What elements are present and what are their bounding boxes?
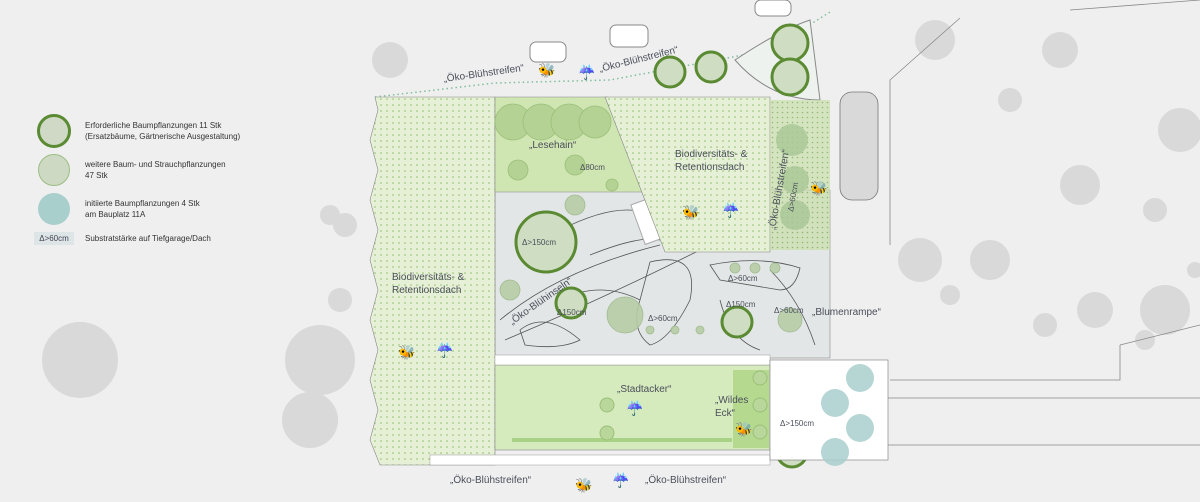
label-bluehstreifen: „Öko-Blühstreifen“	[645, 474, 726, 486]
label-wildes-eck: Eck“	[715, 408, 735, 419]
depth-label: Δ>60cm	[728, 274, 758, 283]
lesehain-trees	[494, 103, 619, 192]
legend-text: 47 Stk	[85, 170, 108, 180]
other-tree-icon	[38, 153, 70, 186]
background-trees	[42, 20, 1200, 448]
legend-text: weitere Baum- und Strauchpflanzungen	[85, 159, 226, 169]
label-roof-right: Retentionsdach	[675, 162, 745, 173]
label-blumenrampe: „Blumenrampe“	[812, 307, 881, 318]
legend-text: am Bauplatz 11A	[85, 209, 146, 219]
stadtacker-area	[494, 364, 771, 451]
depth-label: Δ150cm	[726, 300, 756, 309]
initiated-tree-icon	[38, 192, 70, 225]
legend-item-substrate: Δ>60cm Substratstärke auf Tiefgarage/Dac…	[34, 229, 240, 247]
rain-icon: ☔	[436, 341, 453, 359]
legend-text: initiierte Baumpflanzungen 4 Stk	[85, 198, 200, 208]
substrate-tag: Δ>60cm	[34, 231, 74, 245]
rain-icon: ☔	[612, 471, 629, 489]
label-lesehain: „Lesehain“	[529, 140, 576, 151]
legend-text: Erforderliche Baumpflanzungen 11 Stk	[85, 120, 222, 130]
car-icon	[529, 41, 567, 63]
legend-item-required: Erforderliche Baumpflanzungen 11 Stk(Ers…	[35, 112, 240, 149]
rain-icon: ☔	[626, 399, 643, 417]
bee-icon: 🐝	[575, 477, 592, 494]
depth-label: Δ>60cm	[774, 306, 804, 315]
bee-icon: 🐝	[735, 421, 752, 438]
plaza-paths	[499, 209, 816, 351]
required-tree-icon	[37, 113, 71, 148]
acker-path	[512, 438, 732, 442]
bee-icon: 🐝	[398, 344, 415, 361]
label-bluehstreifen: „Öko-Blühstreifen“	[450, 474, 531, 486]
roof-left	[369, 96, 496, 466]
bee-icon: 🐝	[682, 204, 699, 221]
label-roof-left: Biodiversitäts- &	[392, 272, 465, 283]
legend-text: (Ersatzbäume, Gärtnerische Ausgestaltung…	[85, 131, 241, 141]
label-roof-left: Retentionsdach	[392, 285, 462, 296]
label-stadtacker: „Stadtacker“	[617, 384, 671, 395]
label-roof-right: Biodiversitäts- &	[675, 149, 748, 160]
plaza-trees	[499, 194, 803, 335]
rain-icon: ☔	[722, 201, 739, 219]
acker-plants	[599, 370, 768, 441]
depth-label: Δ>60cm	[648, 314, 678, 323]
label-wildes-eck: „Wildes	[715, 395, 748, 406]
car-icon	[609, 24, 649, 48]
strip-trees	[776, 124, 810, 230]
initiated-trees	[821, 364, 874, 466]
bench-row	[494, 354, 771, 366]
depth-label: Δ80cm	[580, 163, 605, 172]
car-icon	[754, 0, 792, 17]
rain-icon: ☔	[578, 63, 595, 81]
bee-icon: 🐝	[538, 62, 555, 79]
depth-label: Δ>150cm	[522, 238, 556, 247]
roof-right	[604, 96, 771, 253]
label-bluehstreifen: „Öko-Blühstreifen“	[443, 62, 525, 85]
building-outlines	[839, 0, 1200, 446]
bee-icon: 🐝	[810, 180, 827, 197]
legend-text: Substratstärke auf Tiefgarage/Dach	[85, 233, 211, 243]
bench-row	[429, 454, 771, 466]
depth-label: Δ>150cm	[780, 419, 814, 428]
legend: Erforderliche Baumpflanzungen 11 Stk(Ers…	[34, 112, 240, 249]
depth-label: Δ150cm	[557, 308, 587, 317]
